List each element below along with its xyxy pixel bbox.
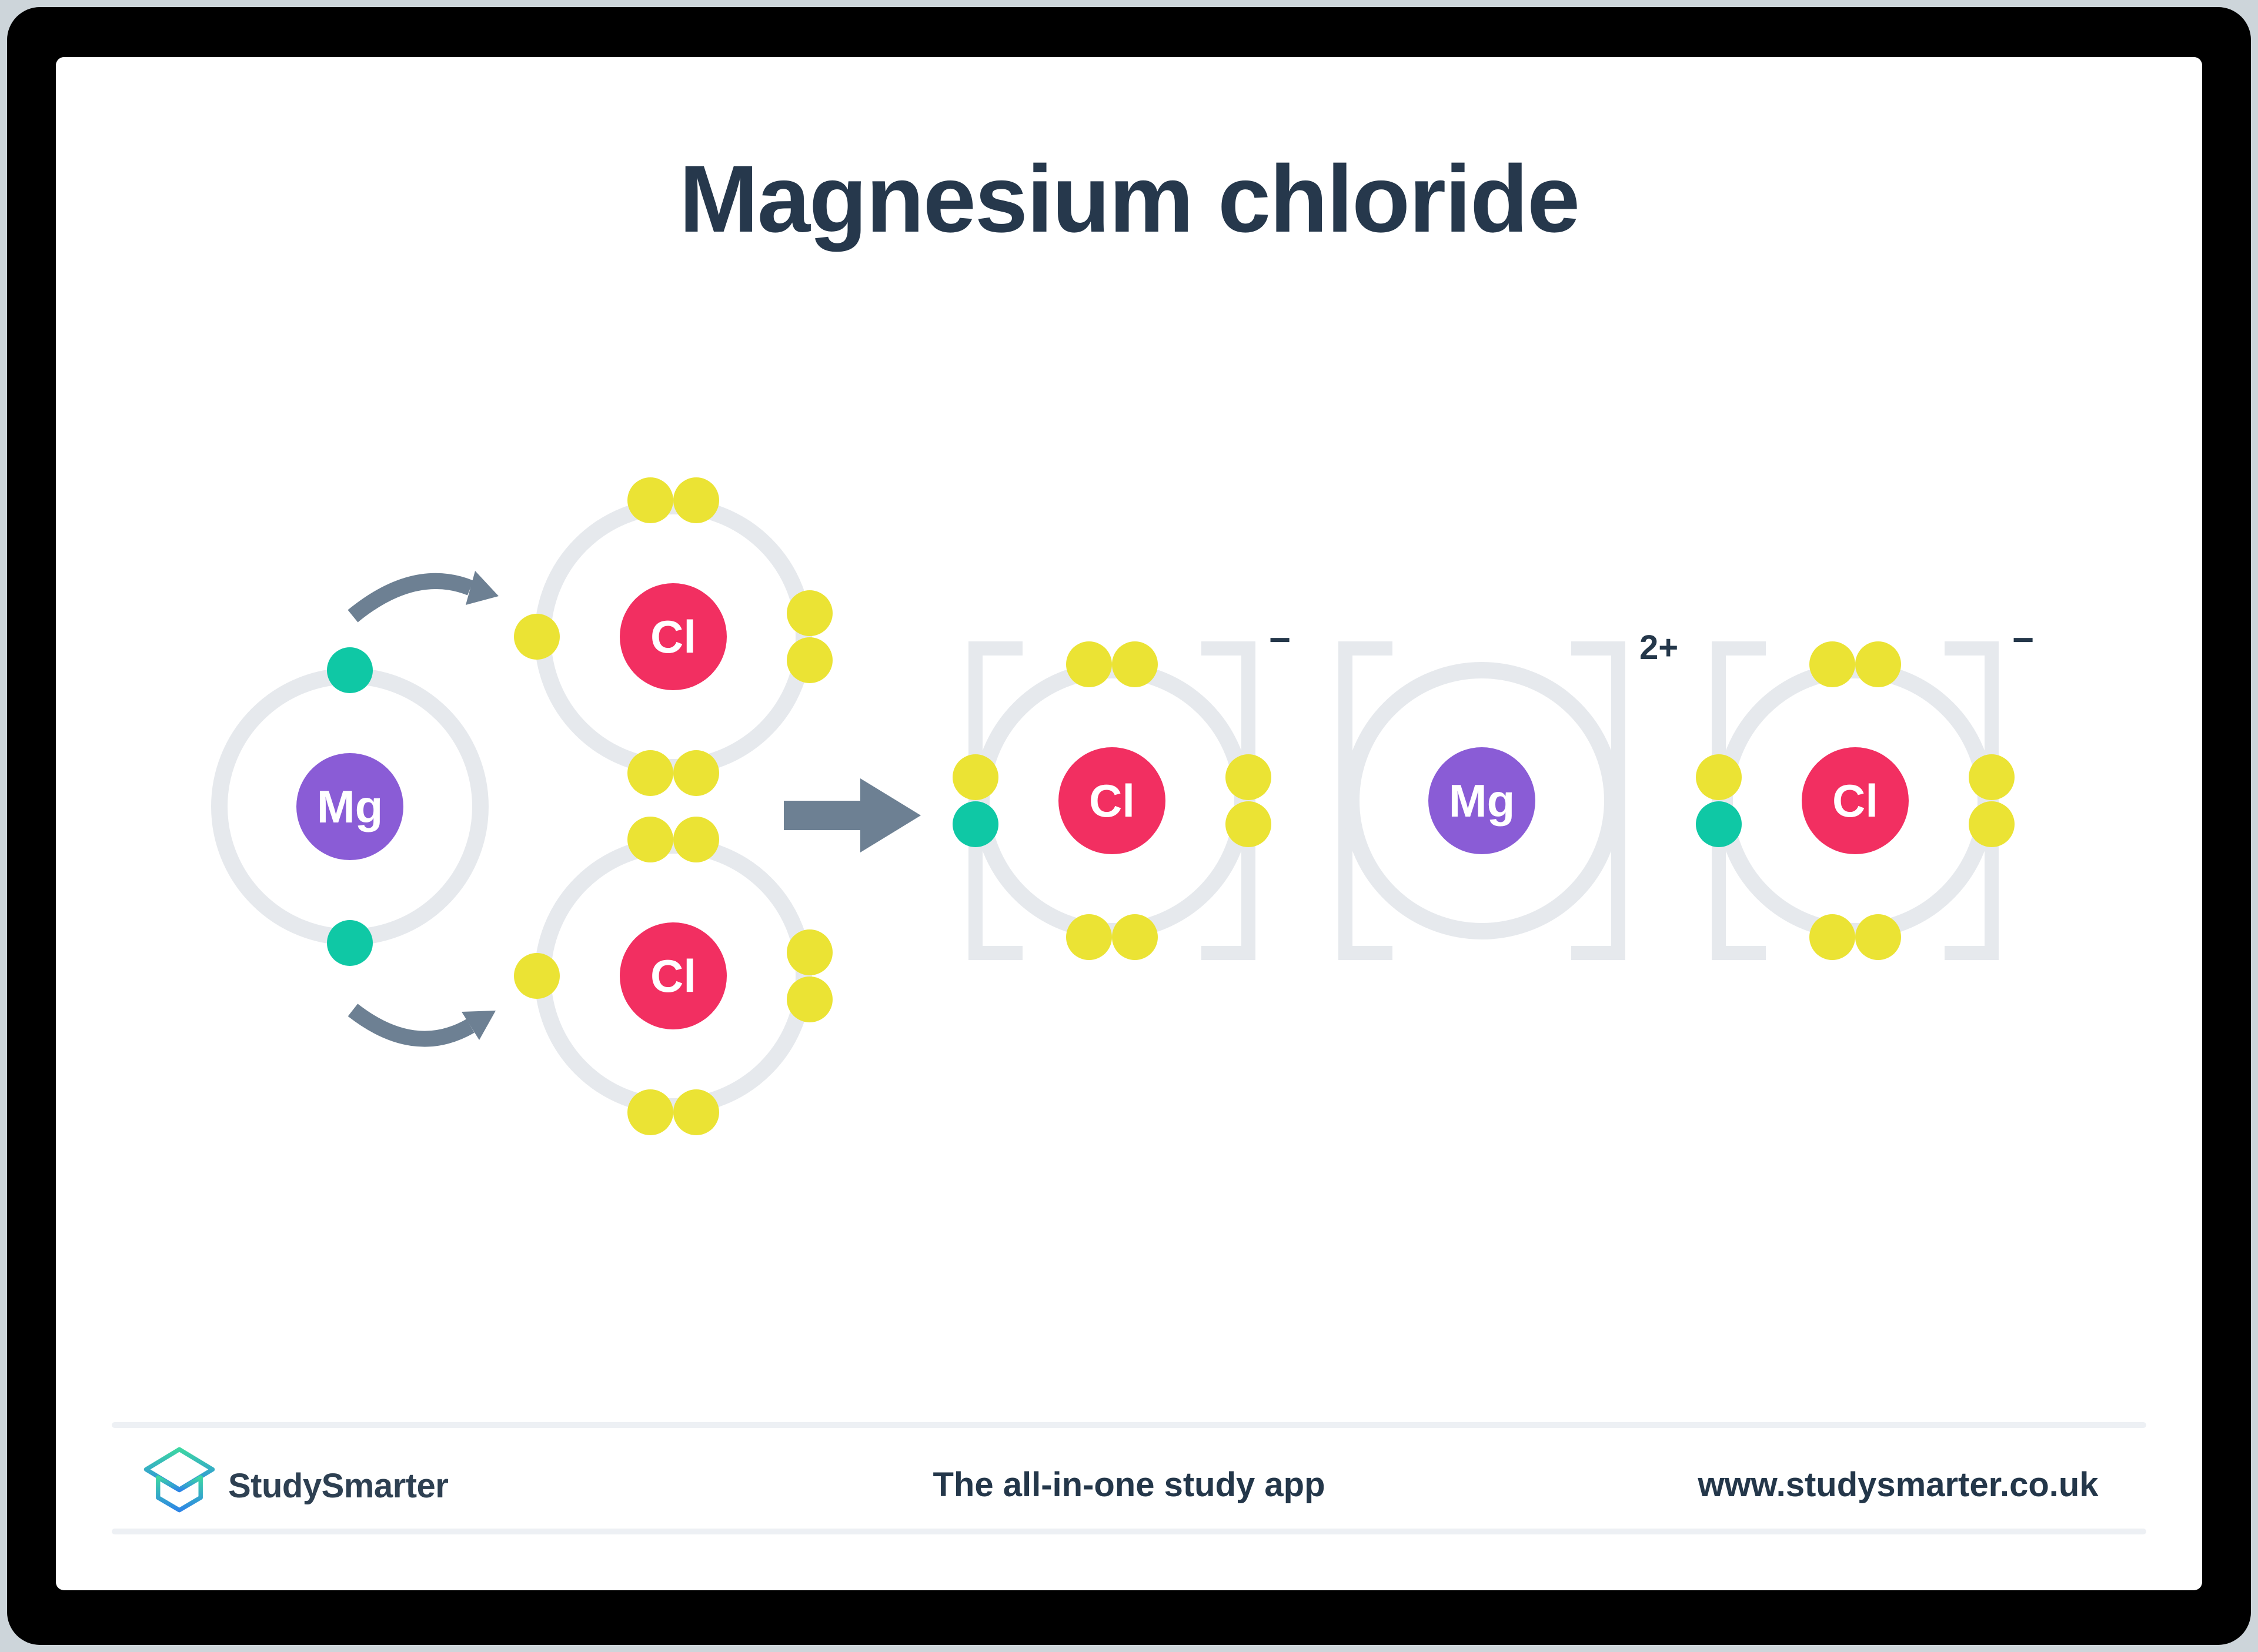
yellow-electron xyxy=(673,1089,719,1135)
yellow-electron xyxy=(1809,914,1855,960)
teal-electron xyxy=(1696,801,1742,847)
yellow-electron xyxy=(1112,641,1158,687)
cl-nucleus xyxy=(620,583,727,690)
curved-arrow-head xyxy=(466,571,499,605)
curved-arrow-shaft xyxy=(348,1004,475,1047)
yellow-electron xyxy=(627,817,673,862)
yellow-electron xyxy=(1225,754,1271,800)
yellow-electron xyxy=(787,637,833,683)
cl-symbol: Cl xyxy=(1089,775,1135,827)
chloride-ion-right: Cl − xyxy=(1696,618,2034,960)
footer-url: www.studysmarter.co.uk xyxy=(1698,1466,2099,1504)
reaction-arrow-icon xyxy=(784,778,921,852)
chloride-ion-left: Cl − xyxy=(953,618,1291,960)
curved-arrow-head xyxy=(462,1011,496,1040)
footer-divider-top xyxy=(112,1422,2146,1428)
yellow-electron xyxy=(787,590,833,636)
yellow-electron xyxy=(514,614,560,660)
cl-symbol: Cl xyxy=(1832,775,1878,827)
mg-nucleus xyxy=(1428,747,1535,854)
footer-brand-wordmark: StudySmarter xyxy=(228,1467,449,1505)
electron-transfer-arrow-bottom xyxy=(348,1004,496,1047)
cl-atom-reactant-bottom: Cl xyxy=(514,817,833,1135)
yellow-electron xyxy=(627,1089,673,1135)
cl-nucleus xyxy=(1058,747,1165,854)
mg-shell-ring xyxy=(1343,662,1621,939)
yellow-electron xyxy=(1969,801,2015,847)
yellow-electron xyxy=(1969,754,2015,800)
cl-atom-reactant-top: Cl xyxy=(514,477,833,796)
yellow-electron xyxy=(673,477,719,523)
teal-electron xyxy=(953,801,998,847)
teal-electron xyxy=(327,647,373,693)
cl-symbol: Cl xyxy=(650,950,696,1002)
yellow-electron xyxy=(1066,914,1112,960)
cl-shell-ring xyxy=(973,662,1251,939)
charge-minus: − xyxy=(1269,618,1291,661)
yellow-electron xyxy=(1696,754,1742,800)
yellow-electron xyxy=(1855,641,1901,687)
studysmarter-logo-icon xyxy=(143,1447,215,1513)
teal-electron xyxy=(327,920,373,966)
yellow-electron xyxy=(953,754,998,800)
yellow-electron xyxy=(787,977,833,1022)
yellow-electron xyxy=(627,750,673,796)
cl-nucleus xyxy=(620,922,727,1029)
yellow-electron xyxy=(673,750,719,796)
cl-shell-ring xyxy=(1716,662,1994,939)
page-title: Magnesium chloride xyxy=(679,146,1580,252)
yellow-electron xyxy=(673,817,719,862)
yellow-electron xyxy=(1809,641,1855,687)
yellow-electron xyxy=(514,953,560,999)
cl-nucleus xyxy=(1802,747,1909,854)
mg-nucleus xyxy=(296,753,403,860)
yellow-electron xyxy=(1066,641,1112,687)
electron-transfer-arrow-top xyxy=(348,571,499,623)
footer-tagline: The all-in-one study app xyxy=(933,1466,1325,1504)
yellow-electron xyxy=(627,477,673,523)
yellow-electron xyxy=(1225,801,1271,847)
yellow-electron xyxy=(787,929,833,975)
yellow-electron xyxy=(1855,914,1901,960)
curved-arrow-shaft xyxy=(348,573,474,623)
mg-atom-reactant: Mg xyxy=(211,647,489,966)
cl-symbol: Cl xyxy=(650,611,696,663)
mg-symbol: Mg xyxy=(317,781,383,832)
mg-symbol: Mg xyxy=(1449,775,1515,827)
magnesium-ion: Mg 2+ xyxy=(1338,628,1678,960)
yellow-electron xyxy=(1112,914,1158,960)
charge-minus: − xyxy=(2012,618,2034,661)
footer-divider-bottom xyxy=(112,1529,2146,1534)
charge-two-plus: 2+ xyxy=(1639,628,1678,667)
